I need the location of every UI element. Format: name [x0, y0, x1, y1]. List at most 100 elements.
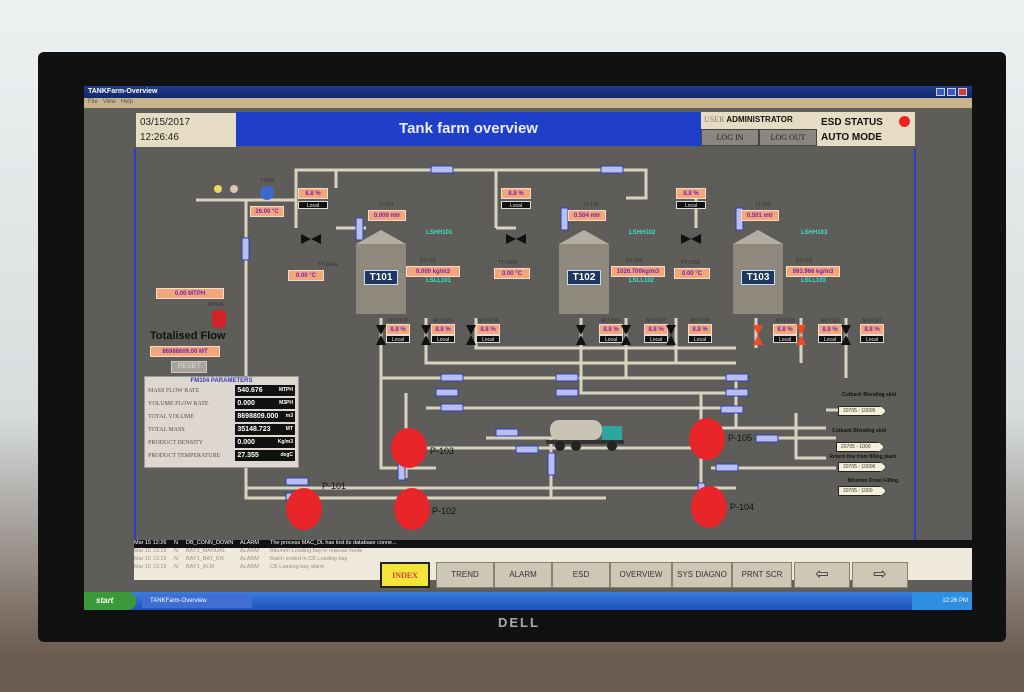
- tank-t103[interactable]: T103: [733, 230, 783, 314]
- nav-esd-button[interactable]: ESD: [552, 562, 610, 588]
- param-label: PRODUCT DENSITY: [148, 439, 204, 446]
- tanker-truck-icon: [546, 420, 624, 451]
- alarm-tag: BAY2_MANUAL: [186, 548, 226, 554]
- t102-density: 1026.700kg/m3: [611, 266, 665, 277]
- temperature-transmitter-icon: [260, 186, 274, 200]
- gauge-icon: [230, 185, 238, 193]
- mov-value: 8.8 %: [860, 324, 884, 335]
- reset-button[interactable]: RESET: [171, 361, 207, 373]
- pump-p103[interactable]: [391, 428, 427, 468]
- t102-level: 0.504 mtr: [568, 210, 606, 221]
- scada-screen: TANKFarm-Overview File View Help 03/15/2…: [84, 86, 972, 610]
- tank-t102[interactable]: T102: [559, 230, 609, 314]
- nav-forward-button[interactable]: ⇨: [852, 562, 908, 588]
- level-tag: LT-101: [378, 202, 394, 208]
- pump-p105[interactable]: [689, 418, 725, 460]
- window-titlebar: TANKFarm-Overview: [84, 86, 972, 98]
- alarm-message: Bitumen Loading bay in manual mode: [270, 548, 363, 554]
- destination-label: Cutback Blending skid: [842, 392, 896, 398]
- t102-temperature: 0.00 °C: [494, 268, 530, 279]
- param-value: 540.676: [237, 387, 263, 394]
- date-time-panel: 03/15/2017 12:26:46: [136, 113, 236, 147]
- tank-label: T102: [567, 270, 601, 285]
- menu-view[interactable]: View: [102, 99, 116, 105]
- nav-alarm-button[interactable]: ALARM: [494, 562, 552, 588]
- mov-mode: Local: [773, 335, 797, 343]
- temp-tag: TT-106A: [681, 260, 701, 266]
- pump-p102[interactable]: [394, 488, 430, 530]
- menu-help[interactable]: Help: [120, 99, 133, 105]
- param-label: PRODUCT TEMPERATURE: [148, 452, 221, 459]
- arrow-left-icon: ⇦: [815, 566, 829, 583]
- tank-t101[interactable]: T101: [356, 230, 406, 314]
- minimize-button[interactable]: [936, 88, 945, 96]
- pump-label: P-104: [730, 502, 755, 512]
- time: 12:26:46: [140, 132, 179, 143]
- pump-label: P-105: [728, 433, 753, 443]
- t102-lshh: LSHH102: [629, 230, 656, 236]
- logout-button[interactable]: LOG OUT: [759, 129, 817, 146]
- mov-tag: MOV106: [601, 318, 621, 324]
- pump-label: P-101: [322, 481, 347, 491]
- user-name: ADMINISTRATOR: [726, 115, 793, 124]
- system-clock: 12:26 PM: [912, 592, 972, 610]
- nav-back-button[interactable]: ⇦: [794, 562, 850, 588]
- login-button[interactable]: LOG IN: [701, 129, 759, 146]
- alarm-time: Mar 15 12:26: [134, 540, 167, 546]
- param-value: 0.000: [237, 400, 255, 407]
- alarm-severity: N: [174, 556, 178, 562]
- mov-mode: Local: [431, 335, 455, 343]
- mov-tag: MOV110: [775, 318, 795, 324]
- maximize-button[interactable]: [947, 88, 956, 96]
- pump-p101[interactable]: [286, 488, 322, 530]
- alarm-tag: BAY1_BAT_EN: [186, 556, 224, 562]
- param-value: 8698809.000: [237, 413, 279, 420]
- t101-lshh: LSHH101: [426, 230, 453, 236]
- alarm-time: Mar 15 12:19: [134, 556, 167, 562]
- close-button[interactable]: [958, 88, 967, 96]
- t103-valve-mode: Local: [676, 201, 706, 209]
- destination-tag[interactable]: 20705 - 1000: [838, 486, 886, 496]
- start-button[interactable]: start: [84, 592, 136, 610]
- density-tag: DT-103: [796, 258, 813, 264]
- temp-tag: TT-104A: [318, 262, 338, 268]
- alarm-message: The process MAC_DL has lost its database…: [270, 540, 397, 546]
- destination-tag[interactable]: 20705 - 10005: [838, 406, 886, 416]
- param-value: 27.355: [237, 452, 259, 459]
- tank-label: T101: [364, 270, 398, 285]
- nav-print-screen-button[interactable]: PRNT SCR: [732, 562, 792, 588]
- pump-p104[interactable]: [691, 486, 727, 528]
- taskbar-item[interactable]: TANKFarm-Overview: [142, 594, 252, 608]
- alarm-time: Mar 15 12:19: [134, 564, 167, 570]
- destination-label: Return line from filling plant: [829, 454, 896, 460]
- nav-trend-button[interactable]: TREND: [436, 562, 494, 588]
- destination-tag[interactable]: 20705 - 1000: [836, 442, 884, 452]
- menu-bar: File View Help: [84, 98, 972, 108]
- nav-index-button[interactable]: INDEX: [380, 562, 430, 588]
- destination-tag[interactable]: 20705 - 10006: [838, 462, 886, 472]
- mov-value: 8.8 %: [431, 324, 455, 335]
- mov-mode: Local: [860, 335, 884, 343]
- nav-overview-button[interactable]: OVERVIEW: [610, 562, 672, 588]
- t101-density: 0.000 kg/m3: [406, 266, 460, 277]
- nav-sys-diagno-button[interactable]: SYS DIAGNO: [672, 562, 732, 588]
- menu-file[interactable]: File: [88, 99, 98, 105]
- alarm-tag: DB_CONN_DOWN: [186, 540, 234, 546]
- param-unit: MTPH: [278, 387, 293, 393]
